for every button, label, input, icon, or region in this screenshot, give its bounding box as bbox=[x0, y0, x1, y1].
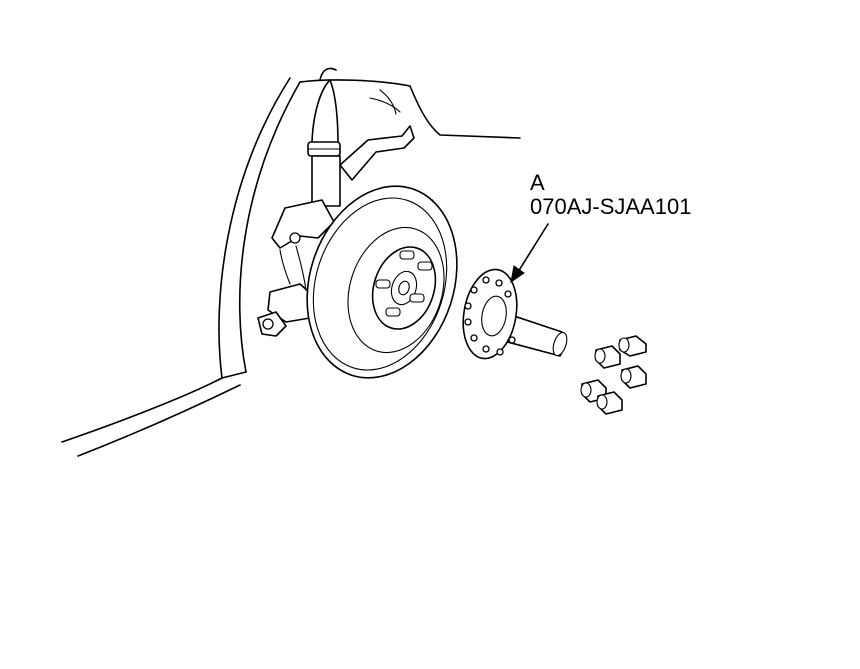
strut-assembly bbox=[307, 67, 341, 207]
callout-letter: A bbox=[530, 170, 545, 195]
knuckle-lower-arm bbox=[257, 199, 335, 337]
lug-nut bbox=[618, 335, 647, 357]
callout-part-number: 070AJ-SJAA101 bbox=[530, 194, 692, 219]
callout-leader-arrow bbox=[510, 223, 549, 284]
lug-nut bbox=[596, 391, 623, 415]
wheel-studs bbox=[375, 250, 433, 317]
tool-flange-holes bbox=[464, 276, 516, 356]
lug-nuts bbox=[580, 335, 647, 415]
wheel-hub bbox=[371, 246, 437, 330]
upper-control-arm bbox=[339, 89, 415, 181]
fender-outline bbox=[61, 77, 521, 457]
lug-nut bbox=[594, 345, 621, 369]
lug-nut bbox=[620, 365, 647, 389]
special-tool-a bbox=[462, 268, 568, 360]
